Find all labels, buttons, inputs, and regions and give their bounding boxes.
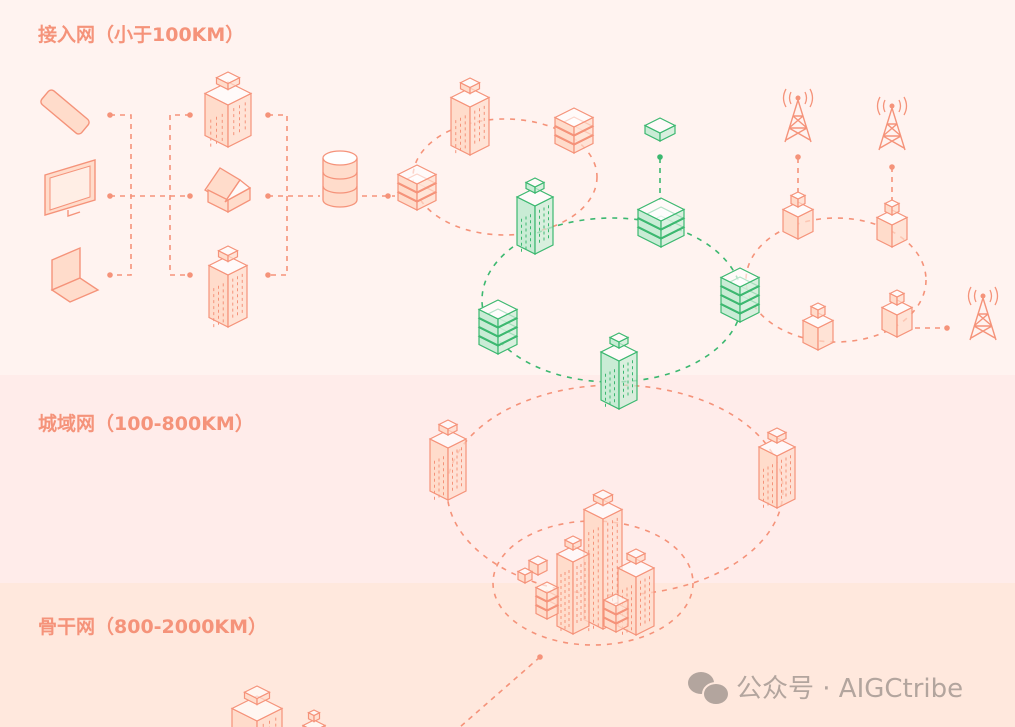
base-station-icon-3 [801, 302, 835, 351]
radio-tower-icon-1 [782, 88, 814, 143]
connection-dot [107, 112, 113, 118]
connection-dot [385, 193, 391, 199]
connection-dot [107, 193, 113, 199]
city-cube-icon-2 [516, 567, 534, 584]
connection-dot [107, 272, 113, 278]
radio-tower-icon-3 [967, 286, 999, 341]
building-bracket [268, 114, 320, 276]
access-network-label: 接入网（小于100KM） [38, 24, 245, 46]
ring-building-icon [449, 77, 491, 156]
database-icon [322, 150, 358, 208]
base-station-icon-4 [880, 289, 914, 338]
backbone-building-icon-2 [301, 709, 327, 727]
backbone-link [459, 656, 541, 727]
device-bracket [110, 114, 190, 276]
connection-dot [187, 193, 193, 199]
connection-dot [944, 325, 950, 331]
connection-dot [265, 193, 271, 199]
city-block-icon [534, 581, 560, 620]
metro-building-icon-2 [757, 427, 797, 509]
smartphone-icon [40, 89, 90, 135]
watermark: 公众号 · AIGCtribe [688, 668, 964, 706]
access-ring [412, 118, 598, 236]
green-switch-icon [636, 197, 686, 248]
connection-dot [187, 112, 193, 118]
monitor-icon [44, 159, 96, 217]
green-building-icon [515, 177, 555, 255]
backbone-network-label: 骨干网（800-2000KM） [38, 616, 268, 638]
green-server-icon-2 [719, 267, 761, 323]
city-building-icon [555, 535, 591, 635]
apartment-building-icon [207, 245, 249, 328]
metro-building-icon-1 [428, 419, 468, 501]
green-building-icon-2 [599, 332, 639, 410]
city-block-icon-2 [602, 593, 630, 633]
backbone-network-band [0, 583, 1015, 727]
house-icon [204, 167, 252, 214]
metro-network-label: 城域网（100-800KM） [38, 413, 254, 435]
ring-server-icon [553, 107, 595, 154]
connection-dot [889, 164, 895, 170]
green-node-icon [643, 117, 677, 142]
connection-dot [795, 154, 801, 160]
base-station-icon-1 [781, 191, 815, 240]
wechat-icon [688, 670, 730, 706]
office-building-icon [203, 71, 253, 148]
base-station-icon-2 [875, 199, 909, 248]
backbone-building-icon [230, 685, 284, 727]
connection-dot [537, 654, 543, 660]
laptop-icon [50, 246, 100, 303]
server-stack-icon [396, 164, 438, 211]
connection-dot [265, 272, 271, 278]
tower-ring [745, 217, 927, 343]
connection-dot [187, 272, 193, 278]
watermark-text: 公众号 · AIGCtribe [736, 674, 964, 704]
radio-tower-icon-2 [876, 96, 908, 151]
connection-dot [265, 112, 271, 118]
green-server-icon-1 [477, 299, 519, 355]
city-building-icon-2 [616, 548, 656, 636]
connection-dot [657, 154, 663, 160]
